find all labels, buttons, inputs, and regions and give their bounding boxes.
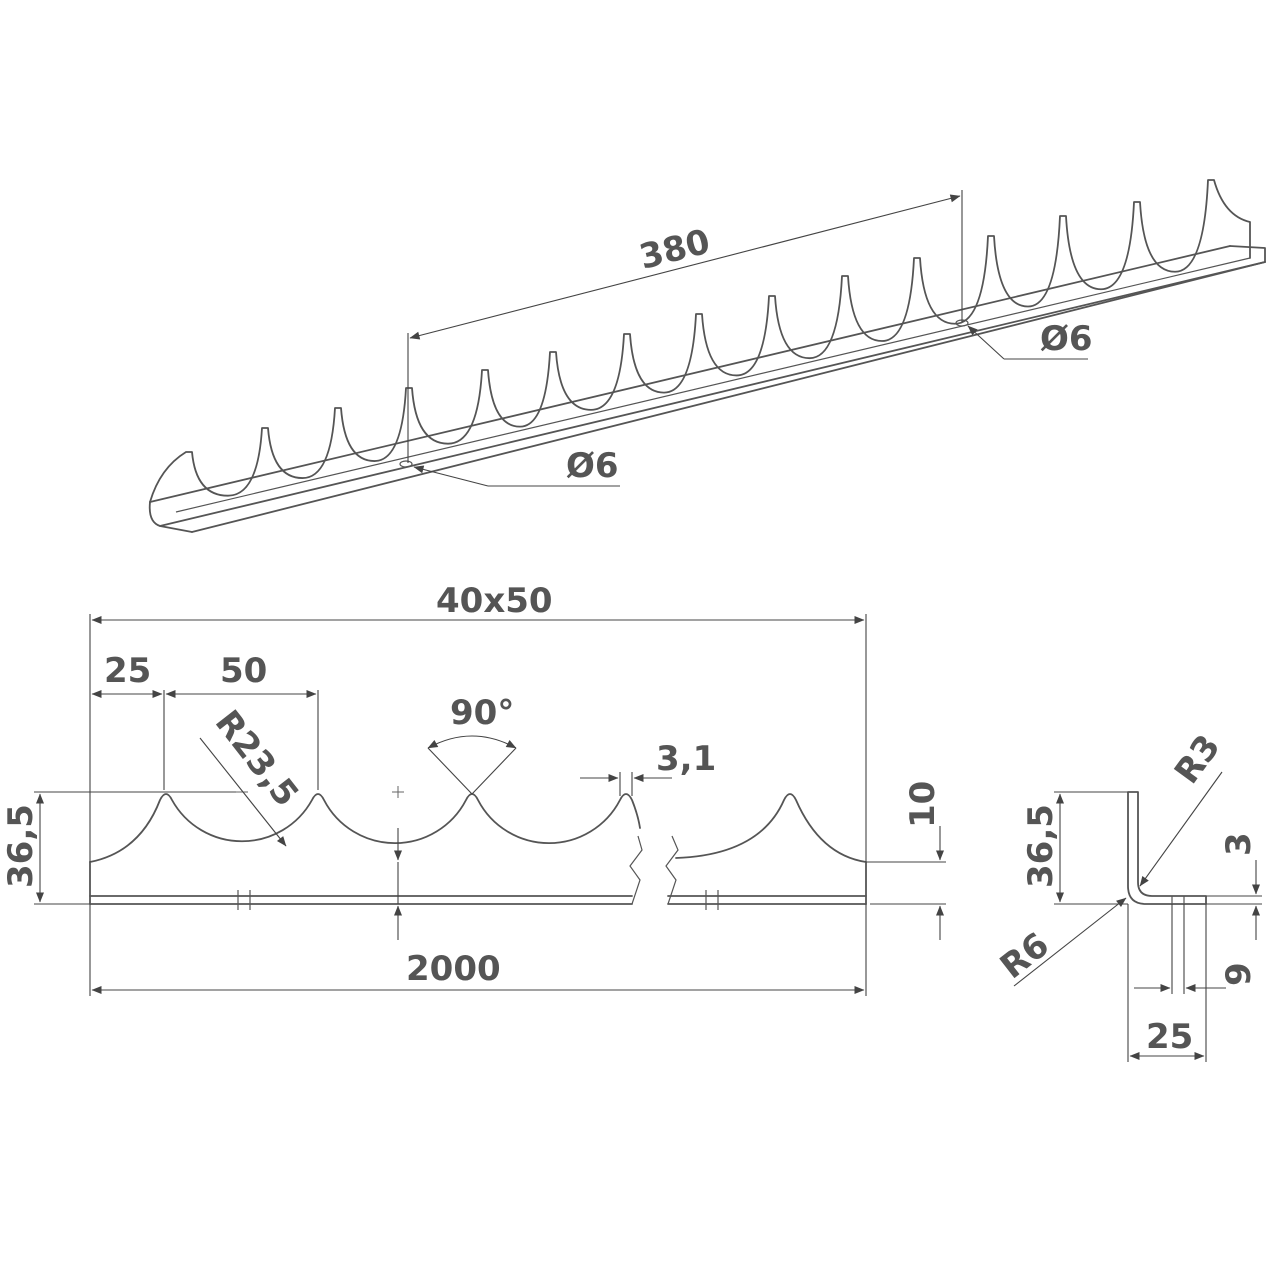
dim-arc-radius-label: R23,5	[207, 703, 306, 814]
dim-tip-pitch-label: 50	[220, 651, 267, 691]
dim-hole-left-label: Ø6	[566, 446, 619, 486]
dim-tip-angle-label: 90°	[450, 693, 514, 733]
dim-hole-right: Ø6	[967, 319, 1093, 360]
dim-hole-spacing-label: 380	[636, 222, 715, 278]
dim-tip-angle: 90°	[427, 693, 517, 795]
dim-first-tip-offset: 25	[91, 651, 165, 790]
side-dim-outer-radius: R3	[1139, 727, 1229, 887]
dim-tip-pitch: 50	[165, 651, 319, 790]
dim-flange-height-label: 10	[903, 781, 943, 828]
dim-first-tip-offset-label: 25	[104, 651, 151, 691]
side-dim-inner-radius: R6	[993, 897, 1127, 987]
side-dim-hole-offset-label: 9	[1219, 962, 1259, 986]
dim-height-label: 36,5	[1, 804, 41, 888]
dim-overall-pitch: 40x50	[89, 581, 867, 862]
isometric-view: 380 Ø6 Ø6	[148, 179, 1266, 533]
dim-overall-length-label: 2000	[406, 949, 501, 989]
dim-height: 36,5	[1, 791, 236, 905]
side-dim-flange-width-label: 25	[1146, 1017, 1193, 1057]
side-dim-outer-radius-label: R3	[1167, 727, 1229, 791]
front-view: 40x50 25 50 R23,5 90°	[1, 581, 946, 996]
iso-spike-strip	[148, 179, 1266, 533]
dim-hole-left: Ø6	[413, 446, 620, 487]
side-dim-height-label: 36,5	[1021, 804, 1061, 888]
side-dim-hole-offset: 9	[1134, 904, 1259, 994]
dim-tip-width-label: 3,1	[656, 739, 716, 779]
side-dim-height: 36,5	[1021, 791, 1128, 905]
side-dim-flange-width: 25	[1127, 904, 1207, 1062]
side-view: 36,5 R3 3 R6 9	[993, 727, 1262, 1062]
dim-flange-height: 10	[866, 781, 946, 940]
front-profile	[89, 786, 867, 910]
side-dim-thickness-label: 3	[1219, 832, 1259, 856]
dim-hole-right-label: Ø6	[1040, 319, 1093, 359]
dim-tip-width: 3,1	[580, 739, 716, 796]
dim-overall-length: 2000	[89, 904, 867, 996]
side-dim-inner-radius-label: R6	[993, 925, 1057, 987]
side-dim-thickness: 3	[1206, 832, 1262, 940]
dim-overall-pitch-label: 40x50	[436, 581, 553, 621]
